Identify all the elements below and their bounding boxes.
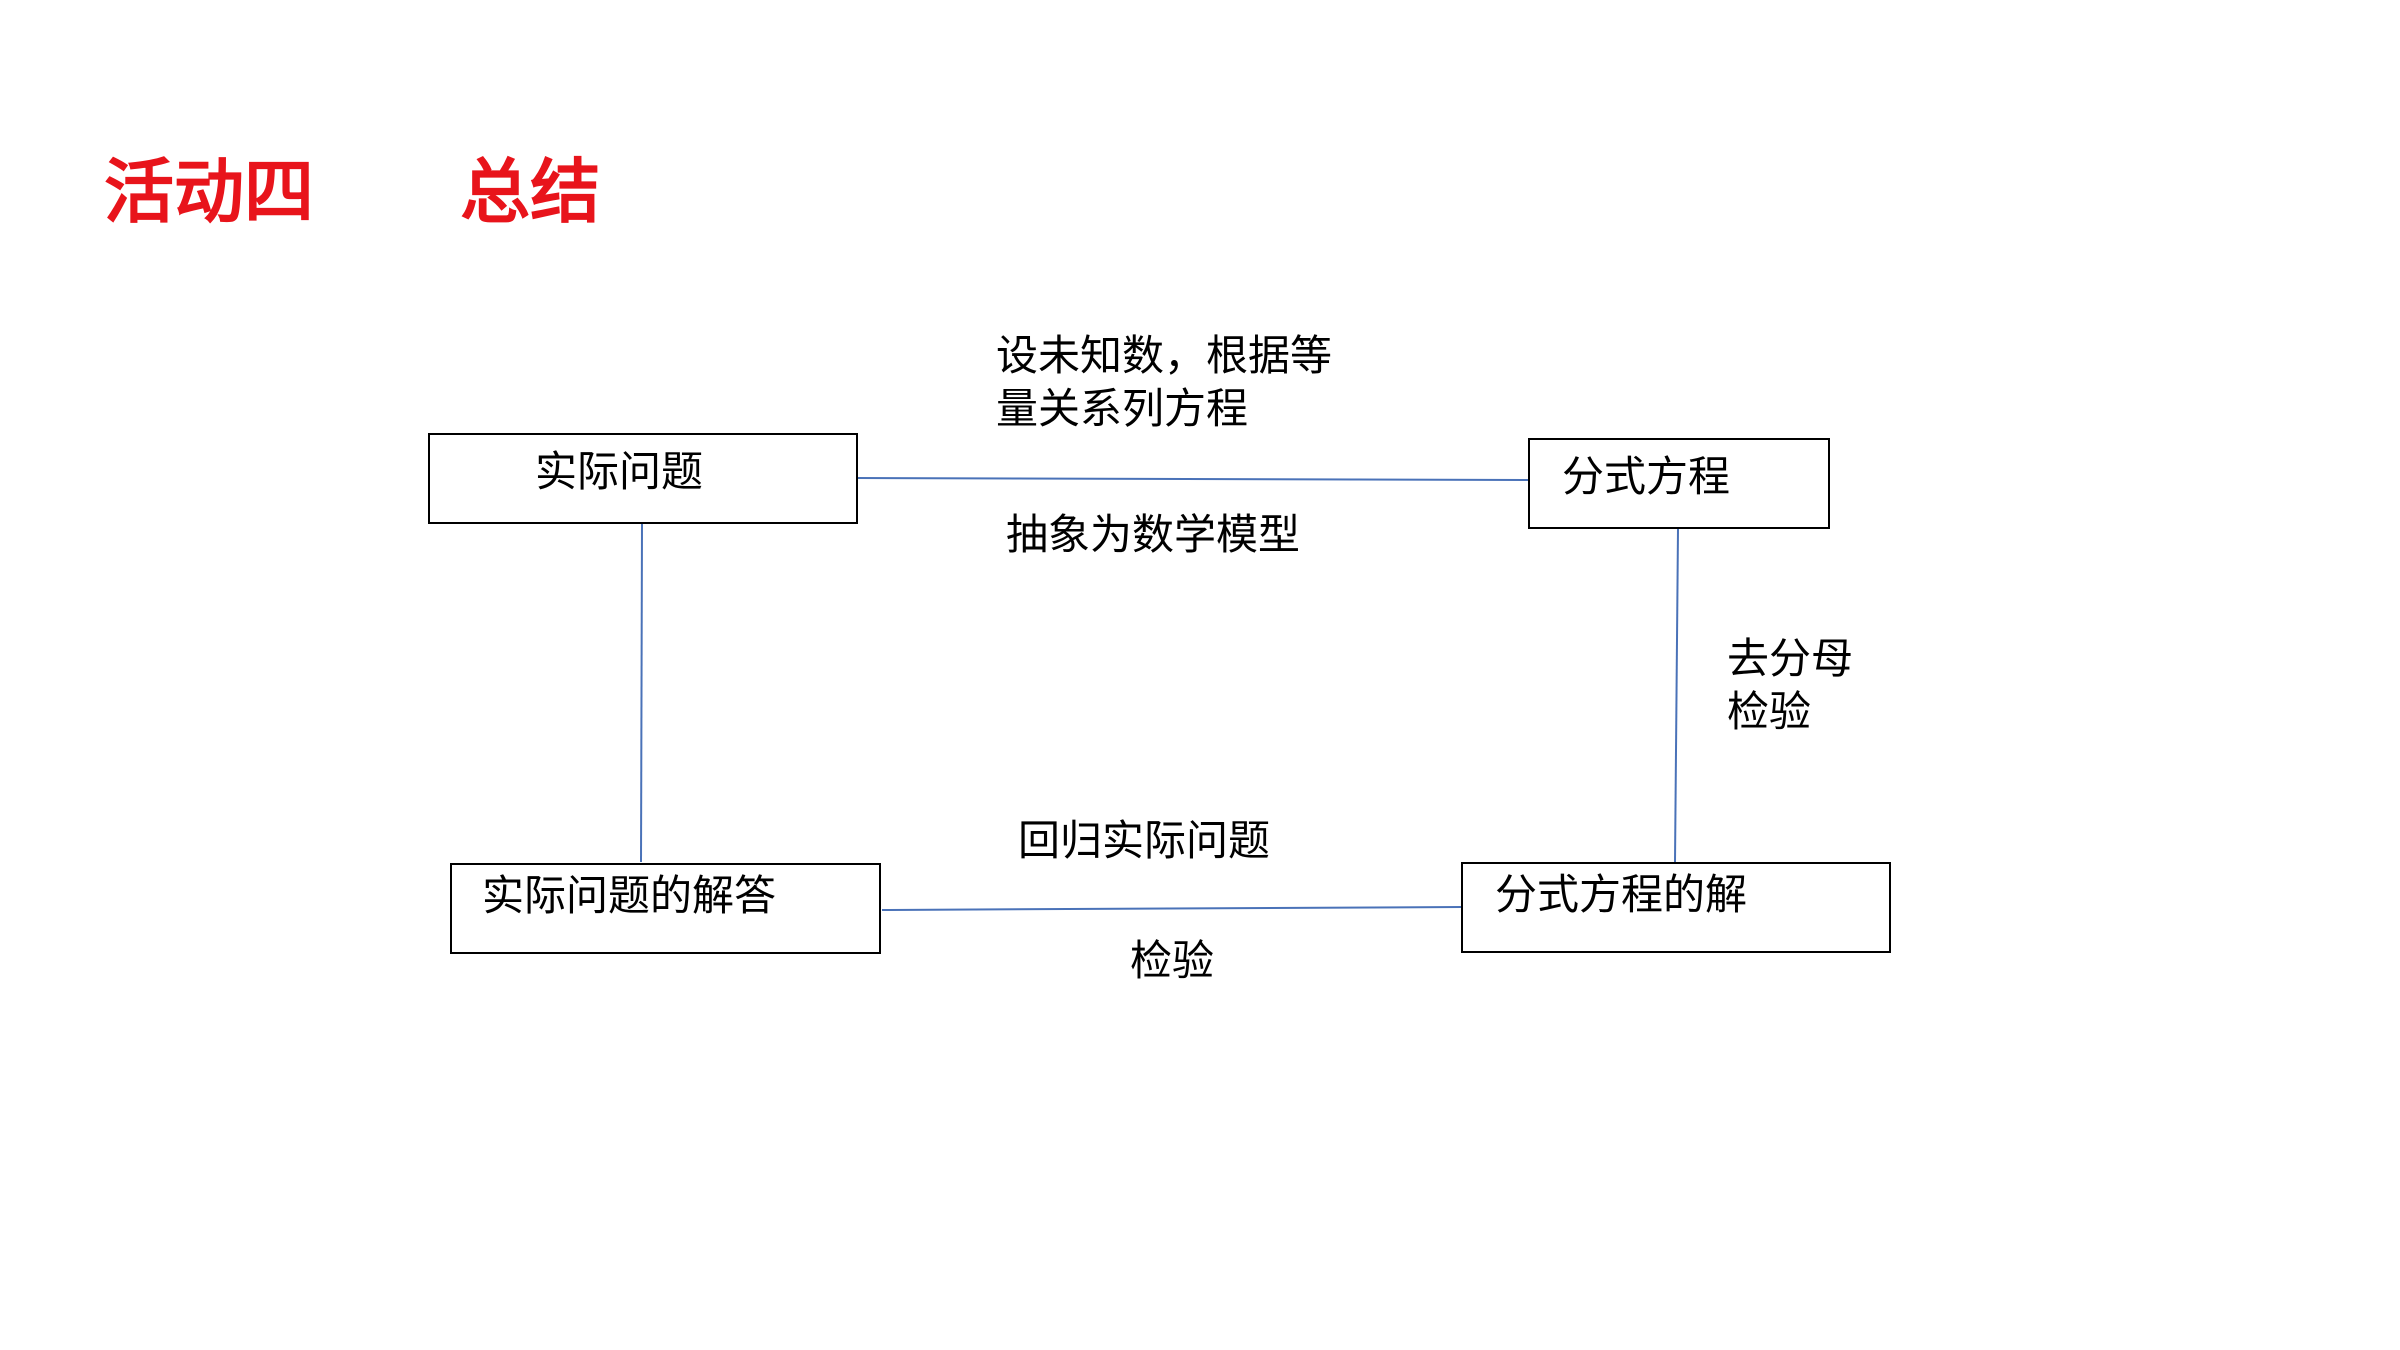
label-solve-line1: 去分母 bbox=[1727, 634, 1854, 683]
label-model-top-line1: 设未知数，根据等 bbox=[996, 331, 1333, 380]
box-answer-label: 实际问题的解答 bbox=[482, 871, 777, 920]
box-equation-solution-label: 分式方程的解 bbox=[1495, 870, 1748, 919]
box-problem-label: 实际问题 bbox=[535, 447, 704, 496]
label-model-top-line2: 量关系列方程 bbox=[996, 383, 1249, 433]
box-equation-solution: 分式方程的解 bbox=[1461, 862, 1891, 953]
slide-title: 活动四 总结 bbox=[104, 151, 601, 233]
box-problem: 实际问题 bbox=[428, 433, 858, 524]
label-return-top: 回归实际问题 bbox=[1018, 816, 1271, 865]
box-equation: 分式方程 bbox=[1528, 438, 1830, 529]
box-equation-label: 分式方程 bbox=[1562, 452, 1731, 501]
connector-problem-to-answer bbox=[640, 523, 643, 863]
label-solve-line2: 检验 bbox=[1727, 686, 1812, 736]
label-solve: 去分母 检验 bbox=[1727, 633, 1853, 738]
label-return-bottom: 检验 bbox=[1130, 936, 1215, 985]
connector-problem-to-equation bbox=[855, 477, 1529, 481]
connector-equation-to-solution bbox=[1674, 528, 1679, 863]
label-model-top: 设未知数，根据等 量关系列方程 bbox=[996, 330, 1332, 435]
label-model-bottom: 抽象为数学模型 bbox=[1006, 510, 1301, 559]
connector-solution-to-answer bbox=[881, 906, 1463, 911]
box-answer: 实际问题的解答 bbox=[450, 863, 881, 954]
